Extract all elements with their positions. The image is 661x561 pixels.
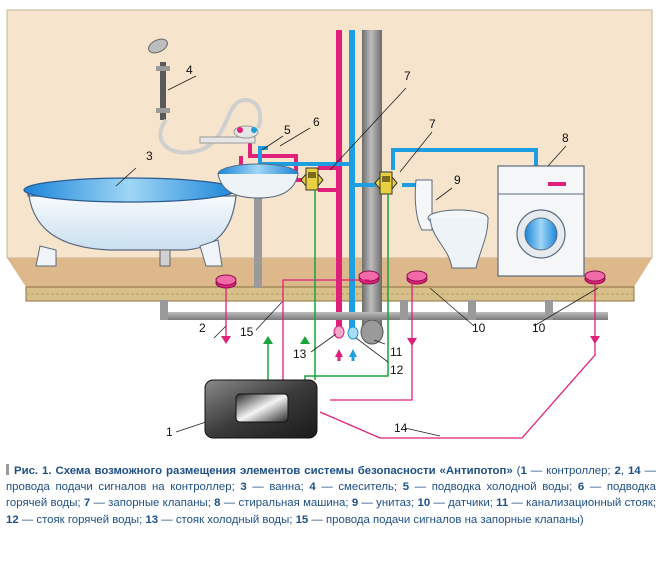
caption-item-text: — смеситель; [315, 481, 403, 494]
valve-wires [267, 190, 389, 380]
callout-12: 12 [390, 363, 404, 377]
cold-riser-cut [347, 326, 359, 340]
callout-7b: 7 [429, 117, 436, 131]
callout-8: 8 [562, 131, 569, 145]
hot-riser-cut [333, 325, 345, 339]
sink-icon [217, 163, 299, 199]
caption-legend: (1 — контроллер; 2, 14 — провода подачи … [6, 465, 656, 526]
shower-mixer-icon [148, 38, 263, 155]
callout-6: 6 [313, 115, 320, 129]
controller-icon [204, 379, 318, 439]
caption-item-text: — контроллер; [526, 465, 615, 477]
callout-2: 2 [199, 321, 206, 335]
caption-item-text: — провода подачи сигналов на запорные кл… [308, 513, 584, 526]
safety-system-diagram: 4 3 5 6 7 7 8 9 10 10 2 15 13 12 11 14 1 [6, 9, 653, 439]
caption-item-text: ( [512, 465, 521, 477]
caption-item-text: — стиральная машина; [220, 497, 352, 510]
sensor-icon [584, 270, 606, 285]
sewer-riser-cut [360, 319, 384, 345]
callout-10a: 10 [472, 321, 486, 335]
callout-1: 1 [166, 425, 173, 439]
sewer-pipe-under-floor [163, 312, 608, 320]
caption-title: Рис. 1. Схема возможного размещения элем… [14, 465, 513, 477]
caption-item-number: 5 [402, 481, 410, 494]
callout-13: 13 [293, 347, 307, 361]
caption-item-number: 6 [577, 481, 585, 494]
caption-item-number: 10 [417, 497, 431, 510]
caption-item-number: 3 [240, 481, 247, 494]
caption-item-number: 11 [496, 497, 509, 510]
caption-item-number: 2 [614, 465, 621, 477]
caption-item-number: 8 [214, 497, 221, 510]
toilet-icon [414, 179, 489, 269]
caption-item-text: — подводка горячей воды; [6, 481, 656, 510]
signal-wires [225, 279, 596, 439]
caption-item-text: — ванна; [246, 481, 310, 494]
sewer-riser [362, 30, 382, 330]
bathtub-icon [23, 177, 237, 267]
cold-flow-arrow [349, 349, 357, 357]
callout-14: 14 [394, 421, 408, 435]
sensor-icon [406, 270, 428, 285]
callout-4: 4 [186, 63, 193, 77]
caption-marker [6, 464, 9, 475]
caption-item-text: — стояк горячей воды; [18, 513, 146, 526]
caption-item-number: 4 [309, 481, 316, 494]
callout-10b: 10 [532, 321, 546, 335]
caption-item-text: — канализационный стояк; [508, 497, 657, 510]
caption-item-number: 15 [295, 513, 309, 526]
caption-item-number: 7 [83, 497, 91, 510]
sensor-icon [358, 270, 380, 285]
caption-item-number: 14 [627, 465, 641, 477]
caption-item-number: 12 [6, 513, 19, 526]
callout-15: 15 [240, 325, 254, 339]
callout-5: 5 [284, 123, 291, 137]
sensor-icon [215, 274, 237, 289]
callout-9: 9 [454, 173, 461, 187]
valve-icon [374, 171, 398, 195]
cold-water-riser [349, 30, 355, 330]
caption-item-number: 13 [145, 513, 159, 526]
hot-water-riser [336, 30, 342, 328]
figure-caption: Рис. 1. Схема возможного размещения элем… [6, 463, 656, 528]
cold-water-supply [258, 146, 349, 166]
caption-item-text: — стояк холодный воды; [158, 513, 296, 526]
callout-7a: 7 [404, 69, 411, 83]
caption-item-text: — унитаз; [358, 497, 418, 510]
hot-flow-arrow [335, 349, 343, 357]
valve-icon [300, 167, 324, 191]
caption-item-number: 1 [520, 465, 527, 477]
washing-machine-icon [497, 165, 585, 277]
caption-item-text: — запорные клапаны; [90, 497, 215, 510]
caption-item-text: — провода подачи сигналов на контроллер; [6, 465, 656, 494]
caption-item-text: , [620, 465, 628, 477]
caption-item-text: — подводка холодной воды; [409, 481, 578, 494]
caption-item-number: 9 [351, 497, 359, 510]
callout-3: 3 [146, 149, 153, 163]
caption-item-text: — датчики; [430, 497, 497, 510]
callout-11: 11 [390, 345, 403, 359]
